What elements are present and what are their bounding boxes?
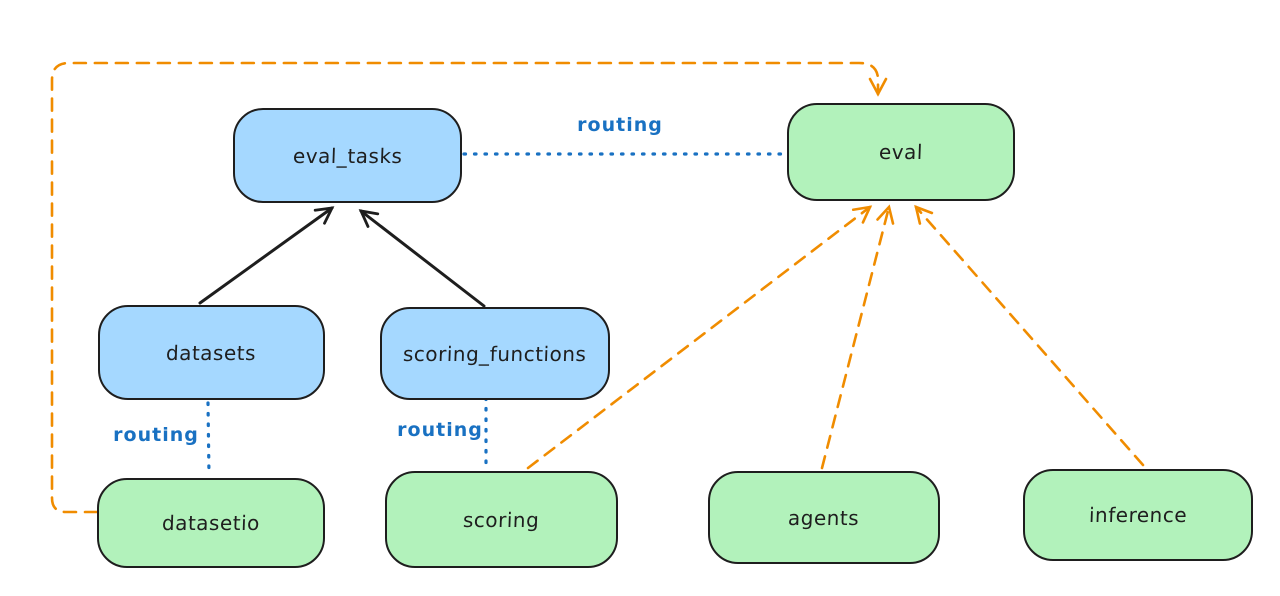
edge-datasets-to-datasetio-routing (206, 401, 211, 478)
node-eval-tasks: eval_tasks (233, 108, 462, 203)
node-agents: agents (708, 471, 940, 564)
node-eval-label: eval (878, 140, 924, 164)
node-datasetio: datasetio (97, 478, 325, 568)
node-eval: eval (787, 103, 1015, 201)
edge-datasetio-to-eval (50, 61, 888, 514)
routing-label-top: routing (577, 114, 663, 136)
edge-agents-to-eval (820, 204, 895, 470)
edge-scoring-to-eval (526, 205, 873, 470)
node-scoring: scoring (385, 471, 618, 568)
node-agents-label: agents (787, 505, 861, 530)
node-eval-tasks-label: eval_tasks (292, 143, 403, 168)
node-scoring-functions: scoring_functions (380, 307, 610, 400)
edge-datasets-to-eval-tasks (198, 206, 335, 305)
routing-label-scoring: routing (397, 419, 483, 441)
node-datasets: datasets (98, 305, 325, 400)
node-inference: inference (1023, 469, 1253, 561)
node-datasets-label: datasets (166, 340, 257, 365)
node-scoring-label: scoring (462, 507, 541, 532)
node-inference-label: inference (1088, 503, 1188, 527)
edge-scoring-functions-to-eval-tasks (358, 209, 486, 308)
node-datasetio-label: datasetio (161, 511, 261, 535)
node-scoring-functions-label: scoring_functions (402, 341, 588, 366)
edge-inference-to-eval (914, 204, 1145, 467)
routing-label-datasets: routing (113, 424, 199, 446)
